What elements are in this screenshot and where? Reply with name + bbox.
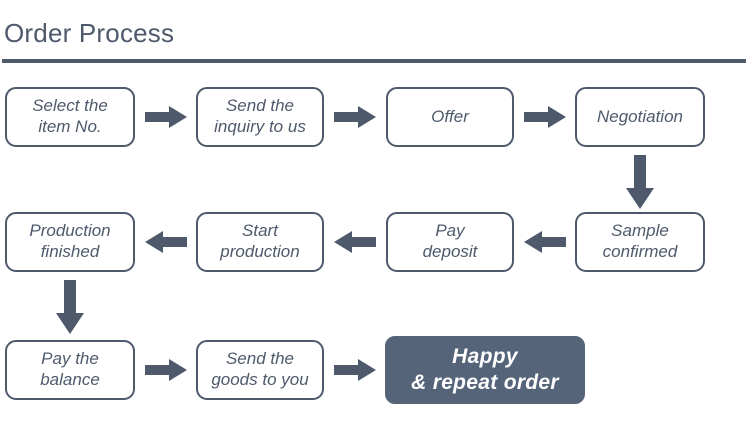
node-pay-the-balance[interactable]: Pay the balance — [5, 340, 135, 400]
node-label: Production finished — [29, 221, 111, 261]
arrow-start-to-finished — [145, 230, 187, 254]
node-send-goods[interactable]: Send the goods to you — [196, 340, 324, 400]
node-label: Pay the balance — [40, 349, 100, 389]
node-sample-confirmed[interactable]: Sample confirmed — [575, 212, 705, 272]
arrow-deposit-to-start — [334, 230, 376, 254]
arrow-negotiation-to-sample — [625, 155, 655, 210]
arrow-goods-to-happy — [334, 358, 376, 382]
arrow-sample-to-deposit — [524, 230, 566, 254]
node-label: Pay deposit — [422, 221, 478, 261]
node-label: Send the goods to you — [211, 349, 309, 389]
node-production-finished[interactable]: Production finished — [5, 212, 135, 272]
node-label: Send the inquiry to us — [214, 96, 306, 136]
node-label: Start production — [220, 221, 300, 261]
page-title: Order Process — [4, 18, 175, 48]
node-label: Happy & repeat order — [411, 345, 559, 394]
arrow-send-to-offer — [334, 105, 376, 129]
arrow-offer-to-negotiation — [524, 105, 566, 129]
node-negotiation[interactable]: Negotiation — [575, 87, 705, 147]
title-divider — [2, 59, 746, 63]
node-start-production[interactable]: Start production — [196, 212, 324, 272]
arrow-balance-to-goods — [145, 358, 187, 382]
node-offer[interactable]: Offer — [386, 87, 514, 147]
node-label: Offer — [431, 106, 469, 126]
node-label: Negotiation — [596, 106, 683, 126]
node-send-inquiry[interactable]: Send the inquiry to us — [196, 87, 324, 147]
node-select-item-no[interactable]: Select the item No. — [5, 87, 135, 147]
node-label: Select the item No. — [32, 96, 108, 136]
node-label: Sample confirmed — [602, 221, 678, 261]
arrow-finished-to-balance — [55, 280, 85, 335]
node-happy-repeat-order[interactable]: Happy & repeat order — [385, 336, 585, 404]
node-pay-deposit[interactable]: Pay deposit — [386, 212, 514, 272]
arrow-select-to-send — [145, 105, 187, 129]
